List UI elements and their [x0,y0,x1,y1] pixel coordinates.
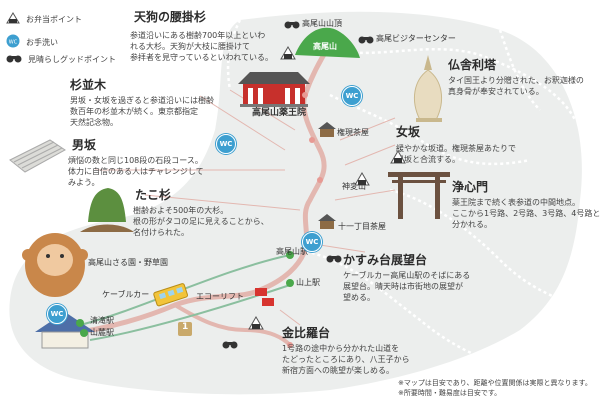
onigiri-icon [354,172,370,186]
cablecar-vehicle [153,283,189,307]
onnazaka-desc: 緩やかな坂道。権現茶屋あたりで男坂と合流する。 [396,144,516,164]
kinpira-desc: 1号路の途中から分かれた山道をたどったところにあり、八王子から新宿方面への眺望が… [282,344,410,375]
visitor-center-label: 高尾ビジターセンター [376,34,456,43]
summit-mountain [295,27,360,58]
binoculars-icon [358,36,374,44]
takosugi-title: たこ杉 [135,188,172,202]
tengu-desc: 参道沿いにある樹齢700年以上といわれる大杉。天狗が大枝に腰掛けて参拝者を見守っ… [130,31,273,62]
kinpira-route [173,303,292,347]
takaosan-station-label: 高尾山駅 [276,247,308,256]
side-trails [226,19,591,372]
monkey-illustration [22,233,88,297]
cablecar-label: ケーブルカー [102,290,150,299]
shinpenzan-label: 神変山 [342,182,366,191]
onnazaka-title: 女坂 [396,125,421,139]
ecolift-line [89,284,291,341]
gonbei-teahouse [318,122,336,137]
onigiri-icon [6,12,20,26]
onigiri-icon [248,316,264,330]
joshinmon-title: 浄心門 [452,180,489,194]
suginamiki-title: 杉並木 [70,78,107,92]
otokozaka-stairs [9,139,66,173]
suginamiki-desc: 男坂・女坂を過ぎると参道沿いには樹齢数百年の杉並木が続く。東京都指定天然記念物。 [70,96,214,127]
sanjo-station-label: 山上駅 [296,278,320,287]
ecolift-chairs [255,288,274,306]
kasumidai-title: かすみ台展望台 [343,253,428,267]
route-number-marker [178,322,192,336]
joshinmon-gate [388,172,450,219]
legend-bento: お弁当ポイント [6,12,82,26]
tengu-title: 天狗の腰掛杉 [134,10,207,24]
yakuoin-temple [238,72,310,107]
sanroku-station-label: 山麓駅 [90,328,114,337]
route-number: 1 [182,322,189,332]
joshinmon-desc: 薬王院まで続く表参道の中間地点。ここから1号路、2号路、3号路、4号路と分かれる… [452,198,600,229]
binoculars-icon [326,255,342,263]
wc-icon: WC [6,34,20,50]
takosugi-desc: 樹齢およそ500年の大杉。根の形がタコの足に見えることから、名付けられた。 [133,206,269,237]
wc-icon: WC [216,134,236,154]
bussharito-stupa [413,55,443,122]
kiyotaki-station-label: 清滝駅 [90,316,114,325]
summit-label: 高尾山山頂 [302,19,342,28]
legend-view: 見晴らしグッドポイント [6,52,116,66]
ecolift-label: エコーリフト [196,292,244,301]
leader-lines [95,89,396,326]
otokozaka-title: 男坂 [72,138,97,152]
yakuoin-label: 高尾山薬王院 [252,108,307,118]
map-notes: ※マップは目安であり、距離や位置関係は実際と異なります。※所要時間・難易度は目安… [398,379,592,397]
binoculars-icon [6,52,22,66]
wc-icon: WC [302,232,322,252]
wc-icon: WC [342,86,362,106]
juichome-teahouse [318,214,336,229]
station-dots [76,251,294,337]
legend-wc: WC お手洗い [6,34,58,50]
bussharito-title: 仏舎利塔 [448,58,497,72]
onigiri-icon [390,150,406,164]
binoculars-icon [222,341,238,349]
juichome-label: 十一丁目茶屋 [338,222,386,231]
bussharito-desc: タイ国王より分贈された、お釈迦様の真身骨が奉安されている。 [448,76,584,96]
wc-icon: WC [47,304,67,324]
binoculars-icon [284,21,300,29]
kinpira-title: 金比羅台 [282,326,331,340]
svg-text:WC: WC [9,40,18,46]
takosugi-tree [80,188,134,232]
kasumidai-desc: ケーブルカー高尾山駅のそばにある展望台。晴天時は市街地の展望が望める。 [343,271,471,302]
onigiri-icon [280,46,296,60]
otokozaka-desc: 煩悩の数と同じ108段の石段コース。体力に自信のある人はチャレンジしてみよう。 [68,156,204,187]
saruen-label: 高尾山さる園・野草園 [88,258,168,267]
takaosan-badge: 高尾山 [313,42,337,51]
gonbei-label: 権現茶屋 [337,128,369,137]
